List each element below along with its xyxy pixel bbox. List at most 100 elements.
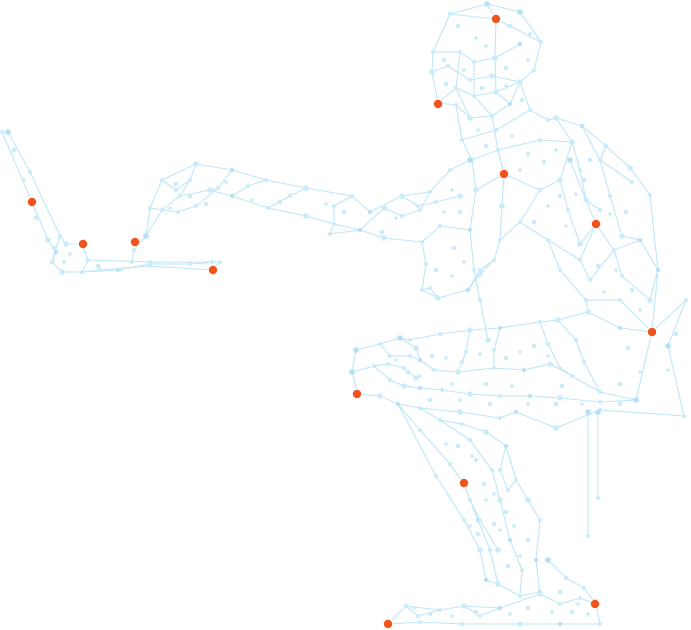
mesh-node [583, 197, 589, 203]
mesh-node [537, 137, 543, 143]
mesh-node [459, 421, 465, 427]
mesh-edge [401, 191, 431, 197]
mesh-node [457, 209, 463, 215]
mesh-node [357, 227, 363, 233]
mesh-node [397, 335, 403, 341]
mesh-edge [99, 265, 151, 271]
mesh-node [450, 382, 454, 386]
mesh-node [467, 227, 473, 233]
mesh-node [413, 345, 419, 351]
mesh-node [462, 68, 466, 72]
mesh-edge [439, 329, 471, 335]
mesh-node [489, 113, 495, 119]
mesh-edge [231, 169, 267, 181]
mesh-node [638, 370, 642, 374]
mesh-edge [469, 393, 501, 397]
mesh-node [553, 115, 559, 121]
mesh-edge [87, 259, 151, 263]
mesh-node [537, 319, 543, 325]
mesh-edge [419, 621, 463, 625]
mesh-edge [469, 327, 501, 331]
mesh-node [595, 263, 601, 269]
mesh-node [517, 219, 523, 225]
mesh-node [603, 143, 609, 149]
mesh-node [437, 223, 443, 229]
mesh-edge [431, 71, 439, 104]
mesh-node [557, 589, 563, 595]
mesh-node [554, 148, 558, 152]
mesh-node [462, 260, 466, 264]
mesh-node [471, 267, 477, 273]
mesh-node [476, 128, 480, 132]
mesh-node [444, 442, 448, 446]
mesh-node [412, 606, 416, 610]
mesh-node [526, 58, 530, 62]
mesh-node [453, 102, 459, 108]
mesh-node [467, 497, 473, 503]
mesh-node [473, 609, 479, 615]
mesh-edge [571, 375, 601, 393]
mesh-node [526, 402, 530, 406]
mesh-edge [405, 605, 419, 617]
mesh-node [619, 233, 625, 239]
mesh-node [435, 295, 441, 301]
mesh-node [403, 603, 409, 609]
mesh-node [597, 389, 603, 395]
mesh-node [577, 595, 583, 601]
mesh-node [187, 193, 193, 199]
mesh-node [450, 188, 454, 192]
mesh-edge [373, 363, 389, 367]
mesh-node [413, 375, 419, 381]
mesh-node [431, 367, 437, 373]
mesh-node [467, 77, 473, 83]
mesh-node [437, 331, 443, 337]
mesh-node [367, 209, 373, 215]
mesh-node [517, 621, 523, 627]
mesh-edge [629, 167, 651, 196]
mesh-edge [569, 159, 587, 201]
mesh-node [229, 167, 235, 173]
mesh-edge [493, 327, 501, 351]
mesh-node [477, 517, 483, 523]
mesh-edge [595, 223, 615, 251]
mesh-edge [651, 269, 659, 333]
mesh-node [441, 57, 447, 63]
mesh-node [447, 11, 453, 17]
mesh-node [457, 409, 463, 415]
mesh-node [419, 287, 425, 293]
mesh-node [173, 181, 179, 187]
mesh-node [577, 257, 583, 263]
mesh-edge [613, 239, 641, 251]
mesh-edge [505, 445, 517, 481]
mesh-node [173, 187, 179, 193]
mesh-node [418, 374, 422, 378]
mesh-edge [179, 189, 211, 197]
mesh-node [417, 357, 423, 363]
mesh-edge [499, 321, 541, 329]
mesh-node [629, 287, 635, 293]
mesh-edge [519, 11, 542, 43]
mesh-node [627, 165, 633, 171]
mesh-node [495, 581, 501, 587]
mesh-node [565, 207, 571, 213]
mesh-edge [547, 239, 581, 261]
mesh-node [381, 205, 387, 211]
mesh-edge [509, 81, 521, 105]
mesh-node [474, 36, 478, 40]
mesh-edge [449, 159, 471, 171]
mesh-edge [529, 395, 561, 399]
laptop-corner-keypoint [382, 619, 393, 630]
mesh-node [79, 269, 85, 275]
mesh-node [417, 207, 423, 213]
mesh-edge [499, 499, 511, 541]
mesh-node [484, 44, 488, 48]
mesh-node [427, 189, 433, 195]
mesh-node [445, 63, 451, 69]
mesh-edge [535, 559, 541, 595]
mesh-edge [379, 337, 401, 345]
mesh-edge [439, 225, 471, 231]
mesh-node [567, 157, 573, 163]
mesh-node [574, 192, 578, 196]
mesh-node [629, 179, 635, 185]
mesh-node [525, 605, 531, 611]
